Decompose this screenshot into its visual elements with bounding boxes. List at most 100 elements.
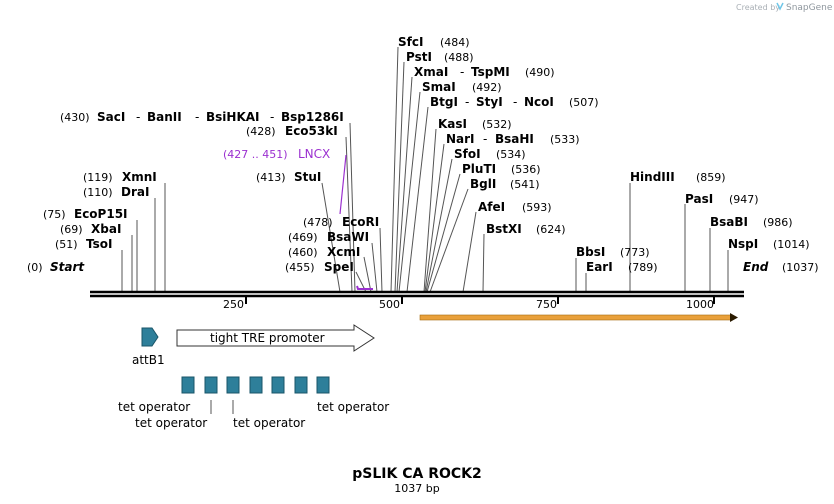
site-tsoi-label: TsoI xyxy=(86,237,112,251)
site-position: (430) xyxy=(60,111,90,124)
site-smai-label: SmaI xyxy=(422,80,456,94)
lncx-primer-mark xyxy=(356,285,373,290)
watermark-created-by: Created by xyxy=(736,3,780,12)
site-position: (1037) xyxy=(782,261,819,274)
svg-text:-: - xyxy=(136,110,140,124)
site-position: (0) xyxy=(27,261,43,274)
site-position: (986) xyxy=(763,216,793,229)
site-position: (534) xyxy=(496,148,526,161)
svg-text:-: - xyxy=(465,95,469,109)
site-position: (413) xyxy=(256,171,286,184)
site-position: (532) xyxy=(482,118,512,131)
site-psti-label: PstI xyxy=(406,50,432,64)
site-position: (789) xyxy=(628,261,658,274)
site-position: (773) xyxy=(620,246,650,259)
site-ncoi-label: NcoI xyxy=(524,95,554,109)
site-drai-label: DraI xyxy=(121,185,149,199)
ruler-tick-label: 1000 xyxy=(686,298,714,311)
site-nari-label: NarI xyxy=(446,132,475,146)
site-bgli-label: BglI xyxy=(470,177,496,191)
site-position: (488) xyxy=(444,51,474,64)
snapgene-logo-icon xyxy=(776,2,784,11)
site-xbai-label: XbaI xyxy=(91,222,121,236)
svg-text:-: - xyxy=(483,132,487,146)
feature-tre-promoter-label: tight TRE promoter xyxy=(210,331,325,345)
site-nspi-label: NspI xyxy=(728,237,758,251)
site-hindiii-label: HindIII xyxy=(630,170,675,184)
site-end-label: End xyxy=(743,260,769,274)
svg-text:-: - xyxy=(195,110,199,124)
site-position: (484) xyxy=(440,36,470,49)
site-position: (119) xyxy=(83,171,113,184)
site-position: (455) xyxy=(285,261,315,274)
feature-tet-operator-label: tet operator xyxy=(317,400,389,414)
site-pasi-label: PasI xyxy=(685,192,713,206)
site-position: (490) xyxy=(525,66,555,79)
site-start-label: Start xyxy=(50,260,85,274)
site-eari-label: EarI xyxy=(586,260,613,274)
site-sfoi-label: SfoI xyxy=(454,147,481,161)
site-afei-label: AfeI xyxy=(478,200,505,214)
site-position: (492) xyxy=(472,81,502,94)
attb1-feature xyxy=(141,327,159,347)
site-stui-label: StuI xyxy=(294,170,321,184)
site-tspmi-label: TspMI xyxy=(471,65,510,79)
site-saci-label: SacI xyxy=(97,110,125,124)
feature-tet-operator-label: tet operator xyxy=(118,400,190,414)
site-bsahi-label: BsaHI xyxy=(495,132,534,146)
feature-position: (427 .. 451) xyxy=(223,148,288,161)
ruler-tick-label: 500 xyxy=(379,298,400,311)
site-xmni-label: XmnI xyxy=(122,170,157,184)
ruler xyxy=(245,297,715,304)
site-sfci-label: SfcI xyxy=(398,35,423,49)
map-length: 1037 bp xyxy=(394,482,439,495)
ruler-tick-label: 250 xyxy=(223,298,244,311)
site-bsawi-label: BsaWI xyxy=(327,230,369,244)
site-bstxi-label: BstXI xyxy=(486,222,522,236)
site-position: (624) xyxy=(536,223,566,236)
site-position: (533) xyxy=(550,133,580,146)
site-btgi-label: BtgI xyxy=(430,95,458,109)
site-ecop15i-label: EcoP15I xyxy=(74,207,128,221)
svg-text:-: - xyxy=(513,95,517,109)
site-bbsi-label: BbsI xyxy=(576,245,605,259)
site-position: (478) xyxy=(303,216,333,229)
tre-promoter-feature xyxy=(176,324,375,352)
site-spei-label: SpeI xyxy=(324,260,354,274)
site-bsp1286i-label: Bsp1286I xyxy=(281,110,344,124)
feature-lncx-label: LNCX xyxy=(298,147,330,161)
svg-text:-: - xyxy=(460,65,464,79)
feature-tet-operator-label: tet operator xyxy=(135,416,207,430)
site-position: (947) xyxy=(729,193,759,206)
ruler-tick-label: 750 xyxy=(536,298,557,311)
site-position: (593) xyxy=(522,201,552,214)
svg-text:-: - xyxy=(270,110,274,124)
site-position: (507) xyxy=(569,96,599,109)
map-title: pSLIK CA ROCK2 xyxy=(352,466,482,482)
site-eco53ki-label: Eco53kI xyxy=(285,124,338,138)
site-position: (69) xyxy=(60,223,83,236)
site-position: (460) xyxy=(288,246,318,259)
site-bsabi-label: BsaBI xyxy=(710,215,748,229)
site-banii-label: BanII xyxy=(147,110,182,124)
site-bsihkai-label: BsiHKAI xyxy=(206,110,260,124)
site-position: (75) xyxy=(43,208,66,221)
site-position: (859) xyxy=(696,171,726,184)
site-styi-label: StyI xyxy=(476,95,503,109)
watermark-brand: SnapGene xyxy=(786,3,833,13)
tet-operator-boxes xyxy=(181,376,330,414)
site-position: (428) xyxy=(246,125,276,138)
feature-attb1-label: attB1 xyxy=(132,353,165,367)
sequence-backbone xyxy=(90,290,744,298)
orf-arrow xyxy=(419,313,738,322)
site-leader-lines xyxy=(121,46,729,293)
site-position: (51) xyxy=(55,238,78,251)
site-position: (110) xyxy=(83,186,113,199)
site-ecori-label: EcoRI xyxy=(342,215,379,229)
feature-tet-operator-label: tet operator xyxy=(233,416,305,430)
site-position: (541) xyxy=(510,178,540,191)
site-kasi-label: KasI xyxy=(438,117,467,131)
site-xmai-label: XmaI xyxy=(414,65,448,79)
site-position: (536) xyxy=(511,163,541,176)
